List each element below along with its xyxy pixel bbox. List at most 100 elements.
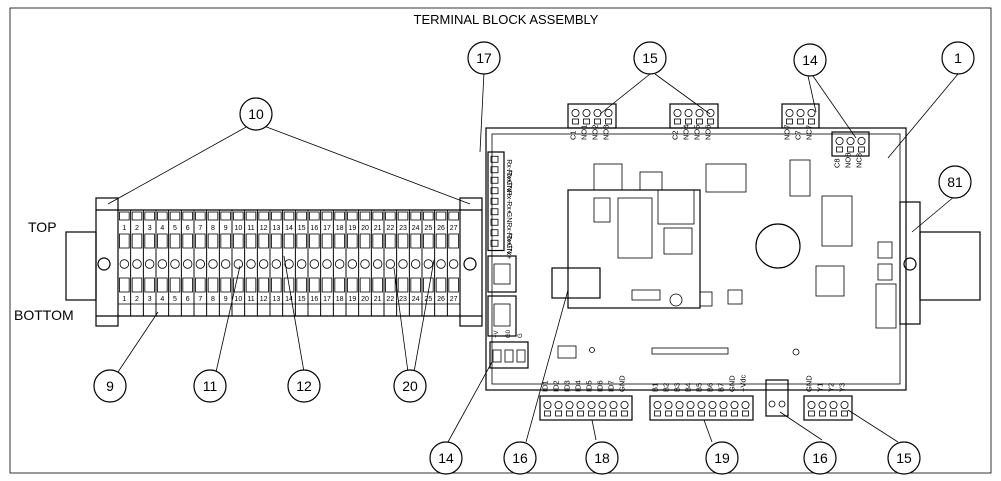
terminal-top-cap <box>169 211 181 221</box>
connector-pin <box>577 410 584 417</box>
terminal-screw <box>220 259 231 269</box>
terminal-top-cap <box>245 211 257 221</box>
connector-pin-label: B3 <box>673 383 682 392</box>
callout-c19: 19 <box>705 441 739 475</box>
callout-c16_right: 16 <box>803 441 837 475</box>
led-b <box>792 348 800 356</box>
connector-pin-label: B6 <box>706 383 715 392</box>
callout-circle <box>938 165 972 199</box>
connector-pin-label: NO1 <box>580 125 589 140</box>
terminal-8: 88 <box>206 209 220 317</box>
connector-housing <box>649 395 754 421</box>
terminal-screw <box>410 259 421 269</box>
callout-c11: 11 <box>193 369 227 403</box>
callout-circle <box>193 369 227 403</box>
terminal-lower-slot <box>195 277 206 293</box>
terminal-top-cap <box>321 211 333 221</box>
terminal-number-bottom: 24 <box>412 296 420 303</box>
connector-pin-label: ID4 <box>574 380 583 392</box>
connector-screw <box>620 400 629 409</box>
terminal-screw <box>119 259 130 269</box>
callout-c12: 12 <box>287 369 321 403</box>
terminal-upper-slot <box>435 233 447 249</box>
callout-circle <box>941 41 975 75</box>
connector-screw <box>673 109 682 118</box>
callout-circle <box>793 43 827 77</box>
terminal-number-top: 6 <box>186 225 190 232</box>
terminal-number-top: 2 <box>135 225 139 232</box>
connector-pin <box>599 410 606 417</box>
relay-top-1 <box>593 163 623 191</box>
connector-pin <box>490 208 499 216</box>
terminal-number-bottom: 1 <box>122 296 126 303</box>
connector-pin-label: GND <box>728 375 737 392</box>
callout-c10: 10 <box>239 97 273 131</box>
connector-pin-label: Rx+/Tx+ <box>505 170 512 196</box>
terminal-5: 55 <box>168 209 182 317</box>
terminal-lower-slot <box>131 277 143 293</box>
connector-pin-label: ID1 <box>541 380 550 392</box>
connector-screw <box>778 400 786 408</box>
connector-pin <box>836 146 843 153</box>
connector-pin-label: NO4 <box>682 125 691 140</box>
terminal-upper-slot <box>283 233 295 249</box>
terminal-top-cap <box>131 211 143 221</box>
terminal-lower-slot <box>397 277 409 293</box>
connector-screw <box>835 136 844 145</box>
terminal-number-bottom: 13 <box>272 296 280 303</box>
terminal-top-cap <box>410 211 421 221</box>
terminal-screw <box>423 259 434 269</box>
callout-number: 81 <box>947 174 963 190</box>
board-strip <box>651 347 729 355</box>
callout-number: 19 <box>714 450 730 466</box>
terminal-upper-slot <box>195 233 206 249</box>
callout-number: 14 <box>802 52 818 68</box>
connector-screw <box>796 109 805 118</box>
connector-screw <box>587 400 596 409</box>
terminal-upper-slot <box>372 233 383 249</box>
terminal-number-bottom: 19 <box>348 296 356 303</box>
terminal-6: 66 <box>180 209 195 317</box>
connector-pin-label: Rx-/Tx- <box>505 222 512 246</box>
rail-end-left <box>65 231 97 301</box>
connector-screw <box>807 400 816 409</box>
connector-pin <box>665 410 672 417</box>
terminal-number-top: 22 <box>386 225 394 232</box>
callout-number: 12 <box>296 378 312 394</box>
terminal-7: 77 <box>193 209 208 317</box>
rj-jack-1 <box>487 255 517 293</box>
connector-pin-label: C2 <box>671 130 680 140</box>
callout-circle <box>633 41 667 75</box>
terminal-screw <box>309 259 320 269</box>
callout-number: 10 <box>248 106 264 122</box>
connector-pin <box>490 176 499 184</box>
power-connector <box>551 267 601 299</box>
connector-pin <box>707 118 714 125</box>
terminal-lower-slot <box>448 277 459 293</box>
small-connector <box>557 345 577 359</box>
connector-pin <box>594 118 601 125</box>
connector-screw <box>741 400 750 409</box>
callout-c14_top: 14 <box>793 43 827 77</box>
terminal-lower-slot <box>296 277 307 293</box>
connector-pin <box>720 410 727 417</box>
leader-line <box>703 419 713 443</box>
connector-pin-label: B4 <box>684 383 693 392</box>
leader-line <box>413 259 435 373</box>
terminal-number-bottom: 5 <box>173 296 177 303</box>
terminal-number-bottom: 20 <box>361 296 369 303</box>
leader-line <box>479 71 485 153</box>
connector-housing <box>831 131 870 157</box>
terminal-number-bottom: 9 <box>224 296 228 303</box>
terminal-upper-slot <box>169 233 181 249</box>
terminal-4: 44 <box>155 209 170 317</box>
component-a <box>593 197 611 223</box>
connector-housing <box>765 379 789 417</box>
terminal-screw <box>296 259 307 269</box>
